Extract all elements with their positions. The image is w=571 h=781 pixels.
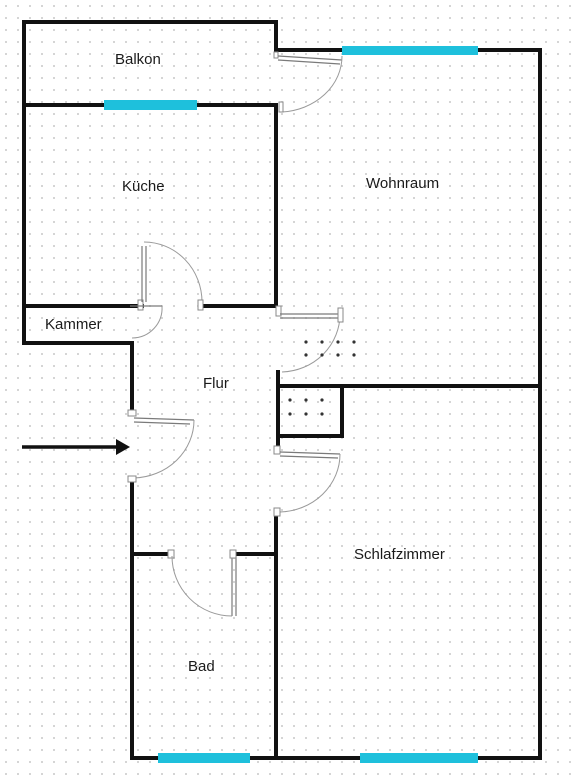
room-label-schlafzimmer: Schlafzimmer: [354, 546, 445, 563]
window-wohnraum-top: [342, 46, 478, 55]
stair-dot: [352, 340, 356, 344]
door-bad: [167, 549, 237, 617]
stair-dot: [320, 398, 324, 402]
door-balkon-wohnraum: [273, 51, 343, 113]
arrow-right-icon: [22, 439, 130, 455]
door-kueche: [137, 241, 204, 311]
door-entrance: [127, 409, 195, 483]
stair-dot: [288, 412, 292, 416]
stair-dot: [352, 353, 356, 357]
stair-dot: [320, 412, 324, 416]
windows: [104, 46, 478, 763]
stair-dot: [304, 398, 308, 402]
window-bad-bottom: [158, 753, 250, 763]
doors: [127, 51, 344, 617]
room-label-flur: Flur: [203, 375, 229, 392]
room-label-wohnraum: Wohnraum: [366, 175, 439, 192]
stairs: [288, 340, 356, 416]
room-label-bad: Bad: [188, 658, 215, 675]
stair-dot: [288, 398, 292, 402]
stair-dot: [304, 412, 308, 416]
stair-dot: [304, 340, 308, 344]
stair-dot: [320, 340, 324, 344]
stair-dot: [320, 353, 324, 357]
door-flur-schlafzimmer: [273, 445, 341, 517]
room-label-kammer: Kammer: [45, 316, 102, 333]
window-kueche-top: [104, 100, 197, 110]
stair-dot: [336, 340, 340, 344]
door-kammer: [130, 305, 163, 339]
stair-dot: [304, 353, 308, 357]
window-schlafzimmer-bottom: [360, 753, 478, 763]
stair-dot: [336, 353, 340, 357]
room-label-balkon: Balkon: [115, 51, 161, 68]
room-label-kueche: Küche: [122, 178, 165, 195]
